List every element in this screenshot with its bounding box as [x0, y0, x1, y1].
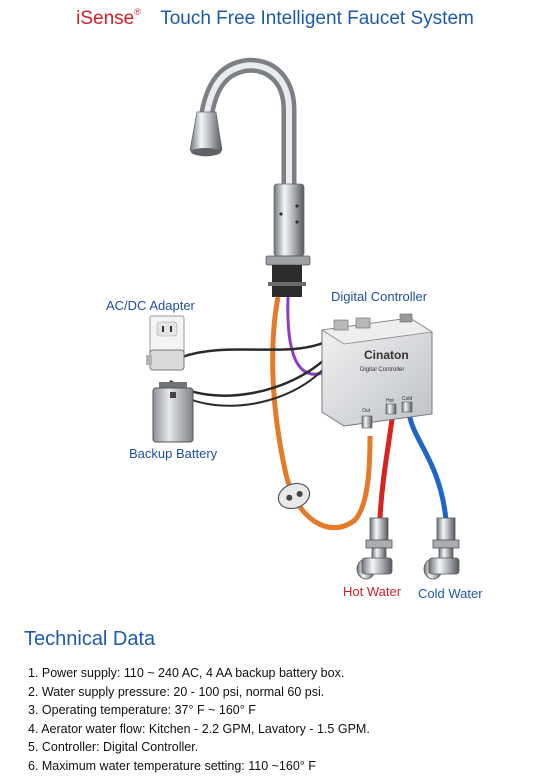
- adapter-label: AC/DC Adapter: [106, 298, 195, 313]
- page-header: iSense® Touch Free Intelligent Faucet Sy…: [0, 7, 550, 30]
- hot-water-label: Hot Water: [343, 584, 402, 599]
- controller-label: Digital Controller: [331, 289, 428, 304]
- technical-data-heading: Technical Data: [24, 628, 156, 650]
- technical-data-list: 1. Power supply: 110 ~ 240 AC, 4 AA back…: [28, 664, 370, 776]
- brand-name: iSense®: [76, 7, 141, 29]
- cold-water-label: Cold Water: [418, 586, 483, 601]
- adapter-cable: [181, 338, 331, 359]
- faucet-icon: [189, 57, 311, 297]
- faucet-system-diagram: Cinaton Digital Controller Hot Cold Out: [146, 57, 460, 580]
- battery-box-icon: [152, 382, 194, 443]
- registered-mark: ®: [134, 7, 141, 17]
- port-hot-label: Hot: [386, 398, 394, 404]
- controller-box-icon: Cinaton Digital Controller Hot Cold Out: [320, 313, 434, 429]
- shutoff-valve-icon: [356, 517, 393, 580]
- shutoff-valve-icon: [423, 517, 460, 580]
- port-cold-label: Cold: [402, 396, 413, 402]
- inline-filter-icon: [277, 482, 311, 510]
- list-item: 3. Operating temperature: 37° F ~ 160° F: [28, 703, 256, 718]
- controller-subtitle: Digital Controller: [360, 367, 404, 373]
- power-adapter-icon: [146, 349, 185, 371]
- list-item: 1. Power supply: 110 ~ 240 AC, 4 AA back…: [28, 666, 345, 680]
- battery-label: Backup Battery: [129, 446, 218, 461]
- hot-water-line: [377, 411, 396, 519]
- battery-cable-2: [179, 349, 339, 407]
- port-out-label: Out: [362, 408, 371, 414]
- wall-outlet-icon: [149, 315, 185, 361]
- list-item: 4. Aerator water flow: Kitchen - 2.2 GPM…: [28, 721, 370, 736]
- controller-brand: Cinaton: [364, 348, 409, 362]
- mixed-water-line: [270, 296, 373, 531]
- page-title: Touch Free Intelligent Faucet System: [160, 8, 474, 29]
- list-item: 6. Maximum water temperature setting: 11…: [28, 758, 316, 773]
- cold-water-line: [406, 411, 449, 521]
- list-item: 5. Controller: Digital Controller.: [28, 740, 199, 755]
- list-item: 2. Water supply pressure: 20 - 100 psi, …: [28, 684, 325, 699]
